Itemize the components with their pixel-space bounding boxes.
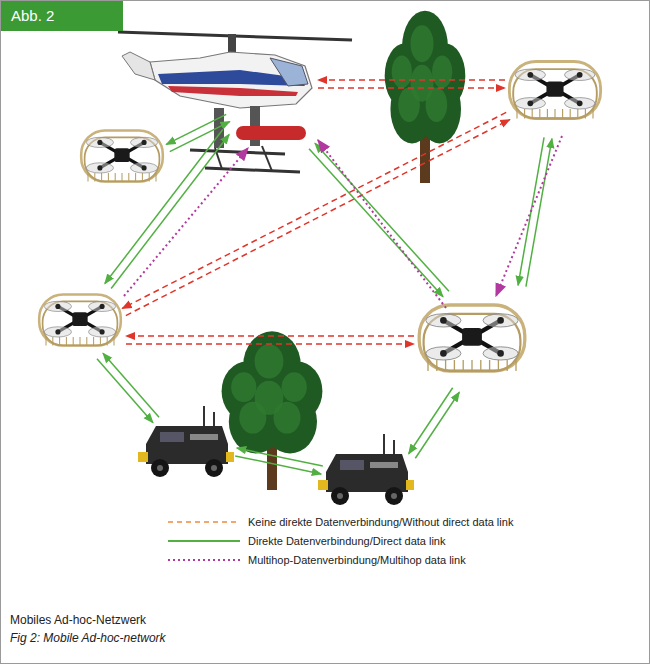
legend-text: Keine direkte Datenverbindung/Without di…: [248, 516, 513, 528]
link-arrow: [166, 114, 226, 144]
link-arrow: [126, 343, 414, 345]
link-arrow: [318, 140, 446, 308]
ground-robot: [138, 406, 234, 477]
link-arrow: [235, 456, 321, 474]
drone: [81, 131, 163, 182]
link-arrow: [315, 143, 449, 291]
legend: Keine direkte Datenverbindung/Without di…: [168, 512, 513, 569]
tree: [222, 331, 323, 490]
link-arrow: [103, 353, 159, 417]
figure-title: Abb. 2: [11, 7, 54, 24]
legend-row: Keine direkte Datenverbindung/Without di…: [168, 512, 513, 531]
legend-line-sample: [168, 536, 240, 546]
legend-line-sample: [168, 517, 240, 527]
link-arrow: [318, 87, 505, 89]
helicopter: [118, 32, 352, 172]
legend-row: Direkte Datenverbindung/Direct data link: [168, 531, 513, 550]
legend-line-sample: [168, 555, 240, 565]
link-arrow: [409, 388, 453, 454]
legend-text: Direkte Datenverbindung/Direct data link: [248, 535, 446, 547]
tree: [385, 11, 466, 183]
link-arrow: [97, 359, 153, 423]
ground-robot: [318, 434, 414, 505]
link-arrow: [122, 112, 506, 308]
caption-english: Fig 2: Mobile Ad-hoc-network: [10, 629, 166, 647]
link-arrow: [415, 392, 459, 458]
link-arrow: [111, 134, 229, 288]
drone: [509, 62, 600, 119]
caption: Mobiles Ad-hoc-Netzwerk: [10, 611, 166, 629]
link-arrow: [170, 122, 230, 152]
legend-text: Multihop-Datenverbindung/Multihop data l…: [248, 554, 466, 566]
link-arrow: [126, 335, 414, 337]
drone: [419, 305, 525, 371]
figure-tab: Abb. 2: [1, 1, 123, 31]
link-arrow: [496, 136, 562, 296]
link-arrow: [309, 149, 443, 297]
link-arrow: [126, 120, 510, 316]
drone: [39, 295, 121, 346]
link-arrow: [526, 139, 552, 287]
link-arrow: [318, 79, 505, 81]
legend-row: Multihop-Datenverbindung/Multihop data l…: [168, 550, 513, 569]
caption-block: Mobiles Ad-hoc-NetzwerkFig 2: Mobile Ad-…: [10, 611, 166, 647]
link-arrow: [237, 448, 323, 466]
link-arrow: [105, 130, 223, 284]
link-arrow: [124, 148, 248, 296]
